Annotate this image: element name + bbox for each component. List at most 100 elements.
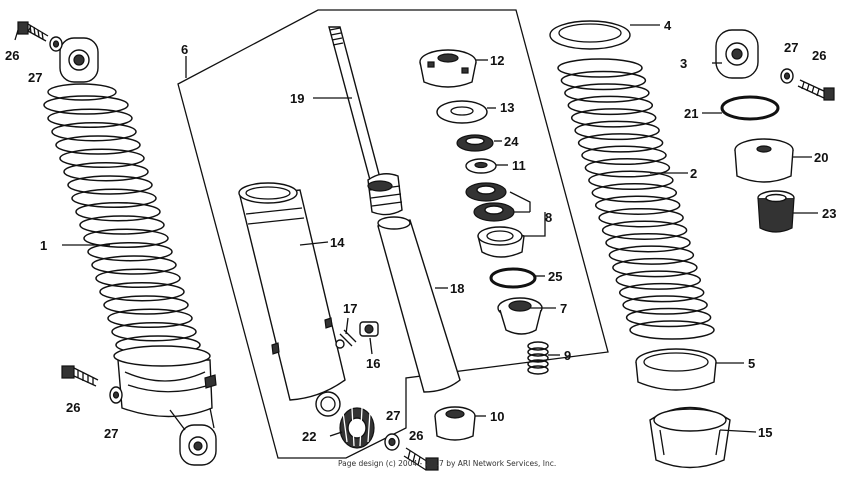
- bushing-22: [339, 407, 375, 449]
- coil-turn: [83, 228, 169, 249]
- damper-rod: [328, 26, 403, 216]
- coil-turn: [47, 108, 133, 129]
- coil-turn: [99, 281, 185, 302]
- part-24-seal: [456, 134, 494, 152]
- bolt-26-top-left: [17, 21, 49, 42]
- callout-10: 10: [490, 409, 504, 424]
- part-20-cap: [734, 138, 794, 183]
- coil-turn: [601, 220, 688, 240]
- callout-16: 16: [366, 356, 380, 371]
- shock-lower-seat: [113, 345, 211, 367]
- coil-turn: [629, 320, 715, 340]
- bolt-17: [335, 329, 357, 349]
- coil-turn: [577, 133, 664, 153]
- coil-turn: [103, 295, 189, 315]
- coil-turn: [598, 207, 684, 228]
- part-11-washer: [465, 158, 497, 174]
- coil-turn: [622, 295, 708, 315]
- part-21-oring: [720, 95, 780, 121]
- coil-turn: [75, 201, 161, 222]
- part-9-spring: [527, 341, 549, 375]
- part-10-piston: [434, 406, 476, 441]
- callout-17: 17: [343, 301, 357, 316]
- coil-turn: [584, 158, 671, 178]
- part-2-spring: [557, 58, 715, 340]
- coil-turn: [570, 108, 657, 128]
- callout-24: 24: [504, 134, 519, 149]
- callout-26-lower-left: 26: [66, 400, 80, 415]
- coil-turn: [95, 268, 181, 289]
- coil-turn: [51, 121, 137, 142]
- coil-turn: [612, 257, 698, 278]
- callout-19: 19: [290, 91, 304, 106]
- coil-turn: [567, 95, 654, 116]
- callout-8: 8: [545, 210, 552, 225]
- part-15-bracket: [649, 406, 731, 469]
- part-13-washer: [436, 100, 488, 124]
- coil-turn: [67, 175, 153, 195]
- damper-group-outline: [177, 9, 609, 459]
- coil-turn: [605, 232, 691, 253]
- outer-tube: [377, 216, 461, 393]
- coil-turn: [63, 161, 149, 182]
- callout-1: 1: [40, 238, 47, 253]
- callout-12: 12: [490, 53, 504, 68]
- shock-damper-body: [117, 359, 213, 418]
- shock-coil-spring: [43, 95, 201, 355]
- callout-2: 2: [690, 166, 697, 181]
- callout-27-lower-left: 27: [104, 426, 118, 441]
- shock-assembly: [43, 37, 217, 466]
- callout-22: 22: [302, 429, 316, 444]
- coil-turn: [618, 282, 705, 303]
- callout-4: 4: [664, 18, 672, 33]
- coil-turn: [87, 241, 173, 262]
- callout-9: 9: [564, 348, 571, 363]
- callout-11: 11: [512, 158, 526, 173]
- callout-26-right: 26: [812, 48, 826, 63]
- coil-turn: [111, 321, 197, 342]
- part-4-seat: [549, 20, 631, 50]
- coil-turn: [557, 58, 643, 78]
- bolt-26-right: [797, 79, 835, 101]
- part-7-guide: [497, 297, 543, 335]
- coil-turn: [574, 120, 660, 141]
- copyright-notice: Page design (c) 2004 - 2017 by ARI Netwo…: [338, 459, 556, 468]
- coil-turn: [581, 145, 667, 166]
- callout-5: 5: [748, 356, 755, 371]
- part-8-seals: [465, 182, 525, 258]
- callout-21: 21: [684, 106, 698, 121]
- bolt-26-bottom: [403, 447, 439, 471]
- coil-turn: [91, 255, 177, 275]
- coil-turn: [564, 83, 650, 103]
- callout-27-right: 27: [784, 40, 798, 55]
- callout-18: 18: [450, 281, 464, 296]
- callout-14: 14: [330, 235, 345, 250]
- callout-3: 3: [680, 56, 687, 71]
- coil-turn: [625, 307, 712, 328]
- callout-15: 15: [758, 425, 772, 440]
- callout-27-bottom: 27: [386, 408, 400, 423]
- coil-turn: [71, 188, 157, 209]
- callout-25: 25: [548, 269, 562, 284]
- coil-turn: [79, 215, 165, 235]
- coil-turn: [55, 135, 141, 155]
- bolt-16: [359, 321, 379, 337]
- callout-23: 23: [822, 206, 836, 221]
- coil-turn: [591, 183, 678, 203]
- callout-27-top-left: 27: [28, 70, 42, 85]
- callout-6: 6: [181, 42, 188, 57]
- callout-26-top-left: 26: [5, 48, 19, 63]
- coil-turn: [59, 148, 145, 169]
- coil-turn: [588, 170, 674, 191]
- callout-26-bottom: 26: [409, 428, 423, 443]
- callout-20: 20: [814, 150, 828, 165]
- callout-7: 7: [560, 301, 567, 316]
- part-3-mount: [715, 29, 759, 79]
- coil-turn: [615, 270, 702, 290]
- coil-turn: [594, 195, 681, 215]
- coil-turn: [107, 308, 193, 329]
- part-25-oring: [489, 267, 537, 289]
- leader-lines: [14, 24, 818, 437]
- damper-tube: [238, 182, 346, 417]
